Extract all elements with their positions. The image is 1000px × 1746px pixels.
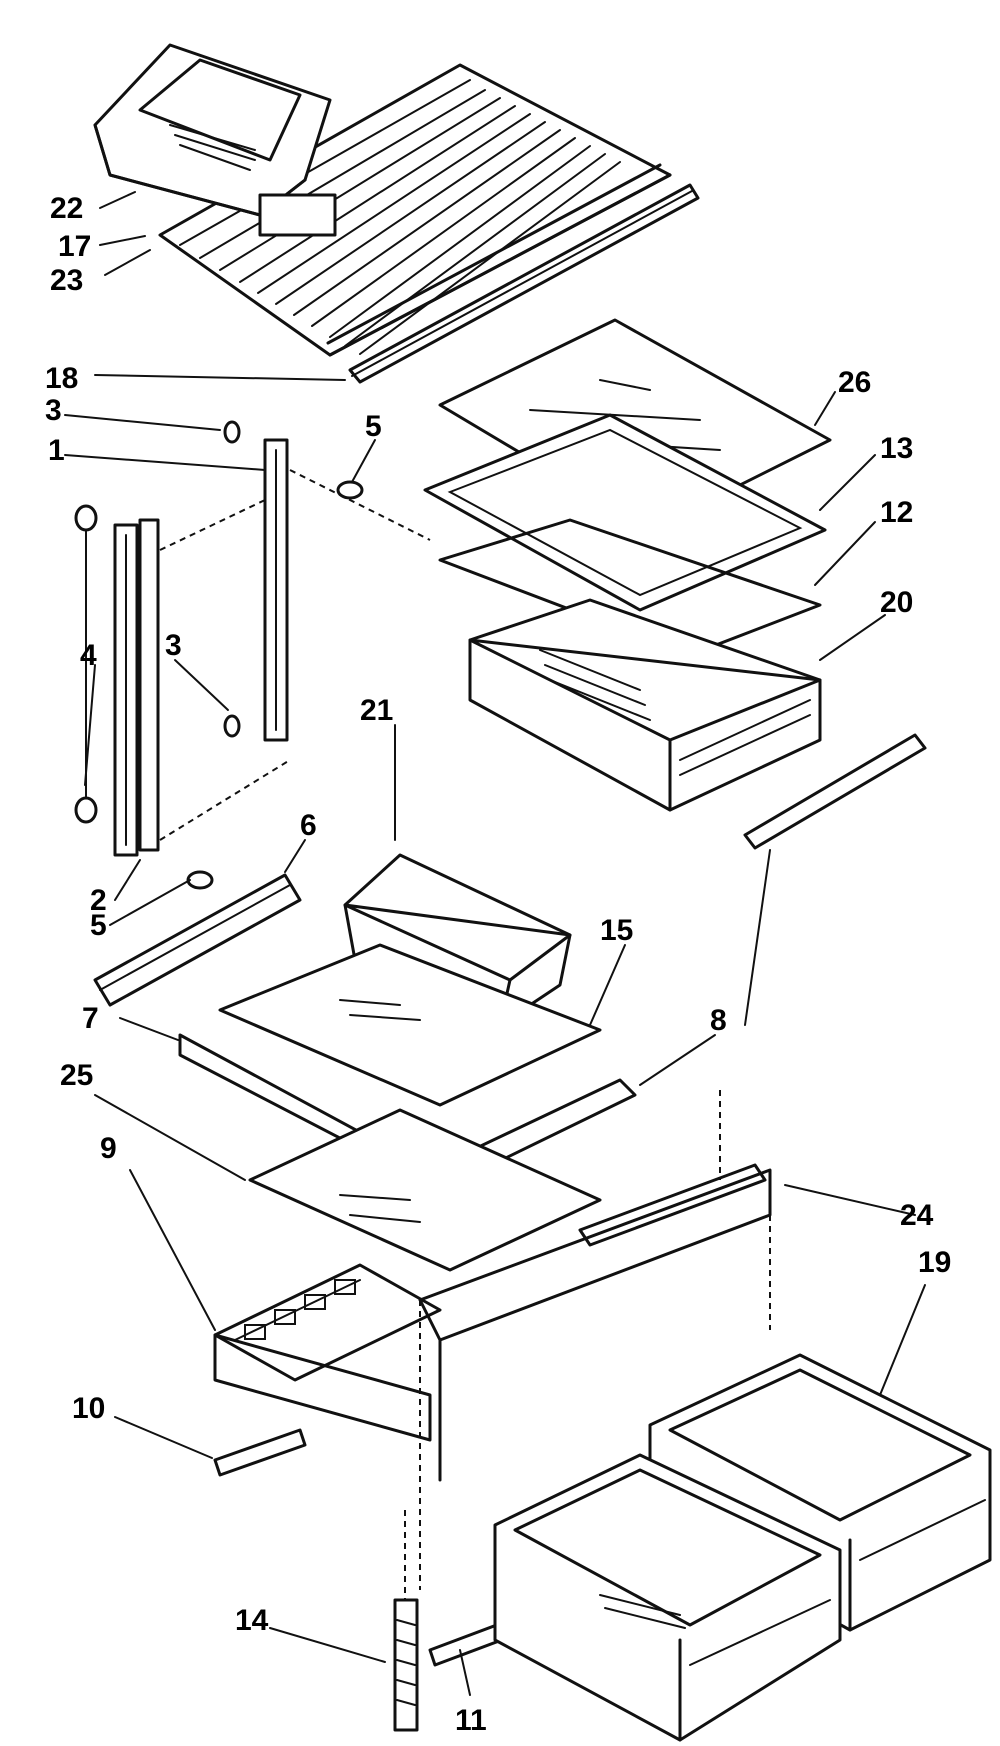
crisper-cover-glass [218,943,602,1107]
callout-7: 7 [82,1002,99,1035]
callout-4: 4 [80,639,97,672]
callout-9: 9 [100,1132,117,1165]
callout-11: 11 [455,1704,487,1737]
shelf-ladders [74,438,431,857]
leader-lines [64,191,926,1696]
callout-21: 21 [360,694,393,727]
shelf-frame [423,413,827,612]
callout-10: 10 [72,1392,105,1425]
shelf-bracket [258,193,337,237]
lower-glass-panel [248,1108,602,1272]
leveling-screw [393,1510,419,1732]
callout-22: 22 [50,192,83,225]
callout-8: 8 [710,1004,727,1037]
shelf-front-trim [348,183,700,384]
crisper-rail-left [213,1428,307,1477]
callout-3: 3 [45,394,62,427]
callout-2: 2 [90,884,107,917]
callouts: 22 17 23 18 3 1 5 26 13 12 20 4 3 21 6 2… [45,192,951,1737]
callout-24: 24 [900,1199,934,1232]
callout-1: 1 [48,434,65,467]
crisper-drawer-left [493,1453,842,1742]
callout-5: 5 [365,410,382,443]
callout-15: 15 [600,914,633,947]
callout-18: 18 [45,362,78,395]
callout-6: 6 [300,809,317,842]
callout-14: 14 [235,1604,269,1637]
crisper-frame [213,1090,772,1590]
callout-19: 19 [918,1246,951,1279]
callout-5: 5 [90,909,107,942]
wire-shelf [158,63,672,357]
callout-13: 13 [880,432,913,465]
callout-3: 3 [165,629,182,662]
callout-17: 17 [58,230,91,263]
crisper-cover-rail [93,873,302,1007]
meat-keeper-drawer [468,598,822,812]
drawer-rail [743,733,927,850]
callout-23: 23 [50,264,83,297]
callout-26: 26 [838,366,871,399]
callout-25: 25 [60,1059,93,1092]
callout-12: 12 [880,496,913,529]
callout-20: 20 [880,586,913,619]
utility-bin [93,43,332,217]
